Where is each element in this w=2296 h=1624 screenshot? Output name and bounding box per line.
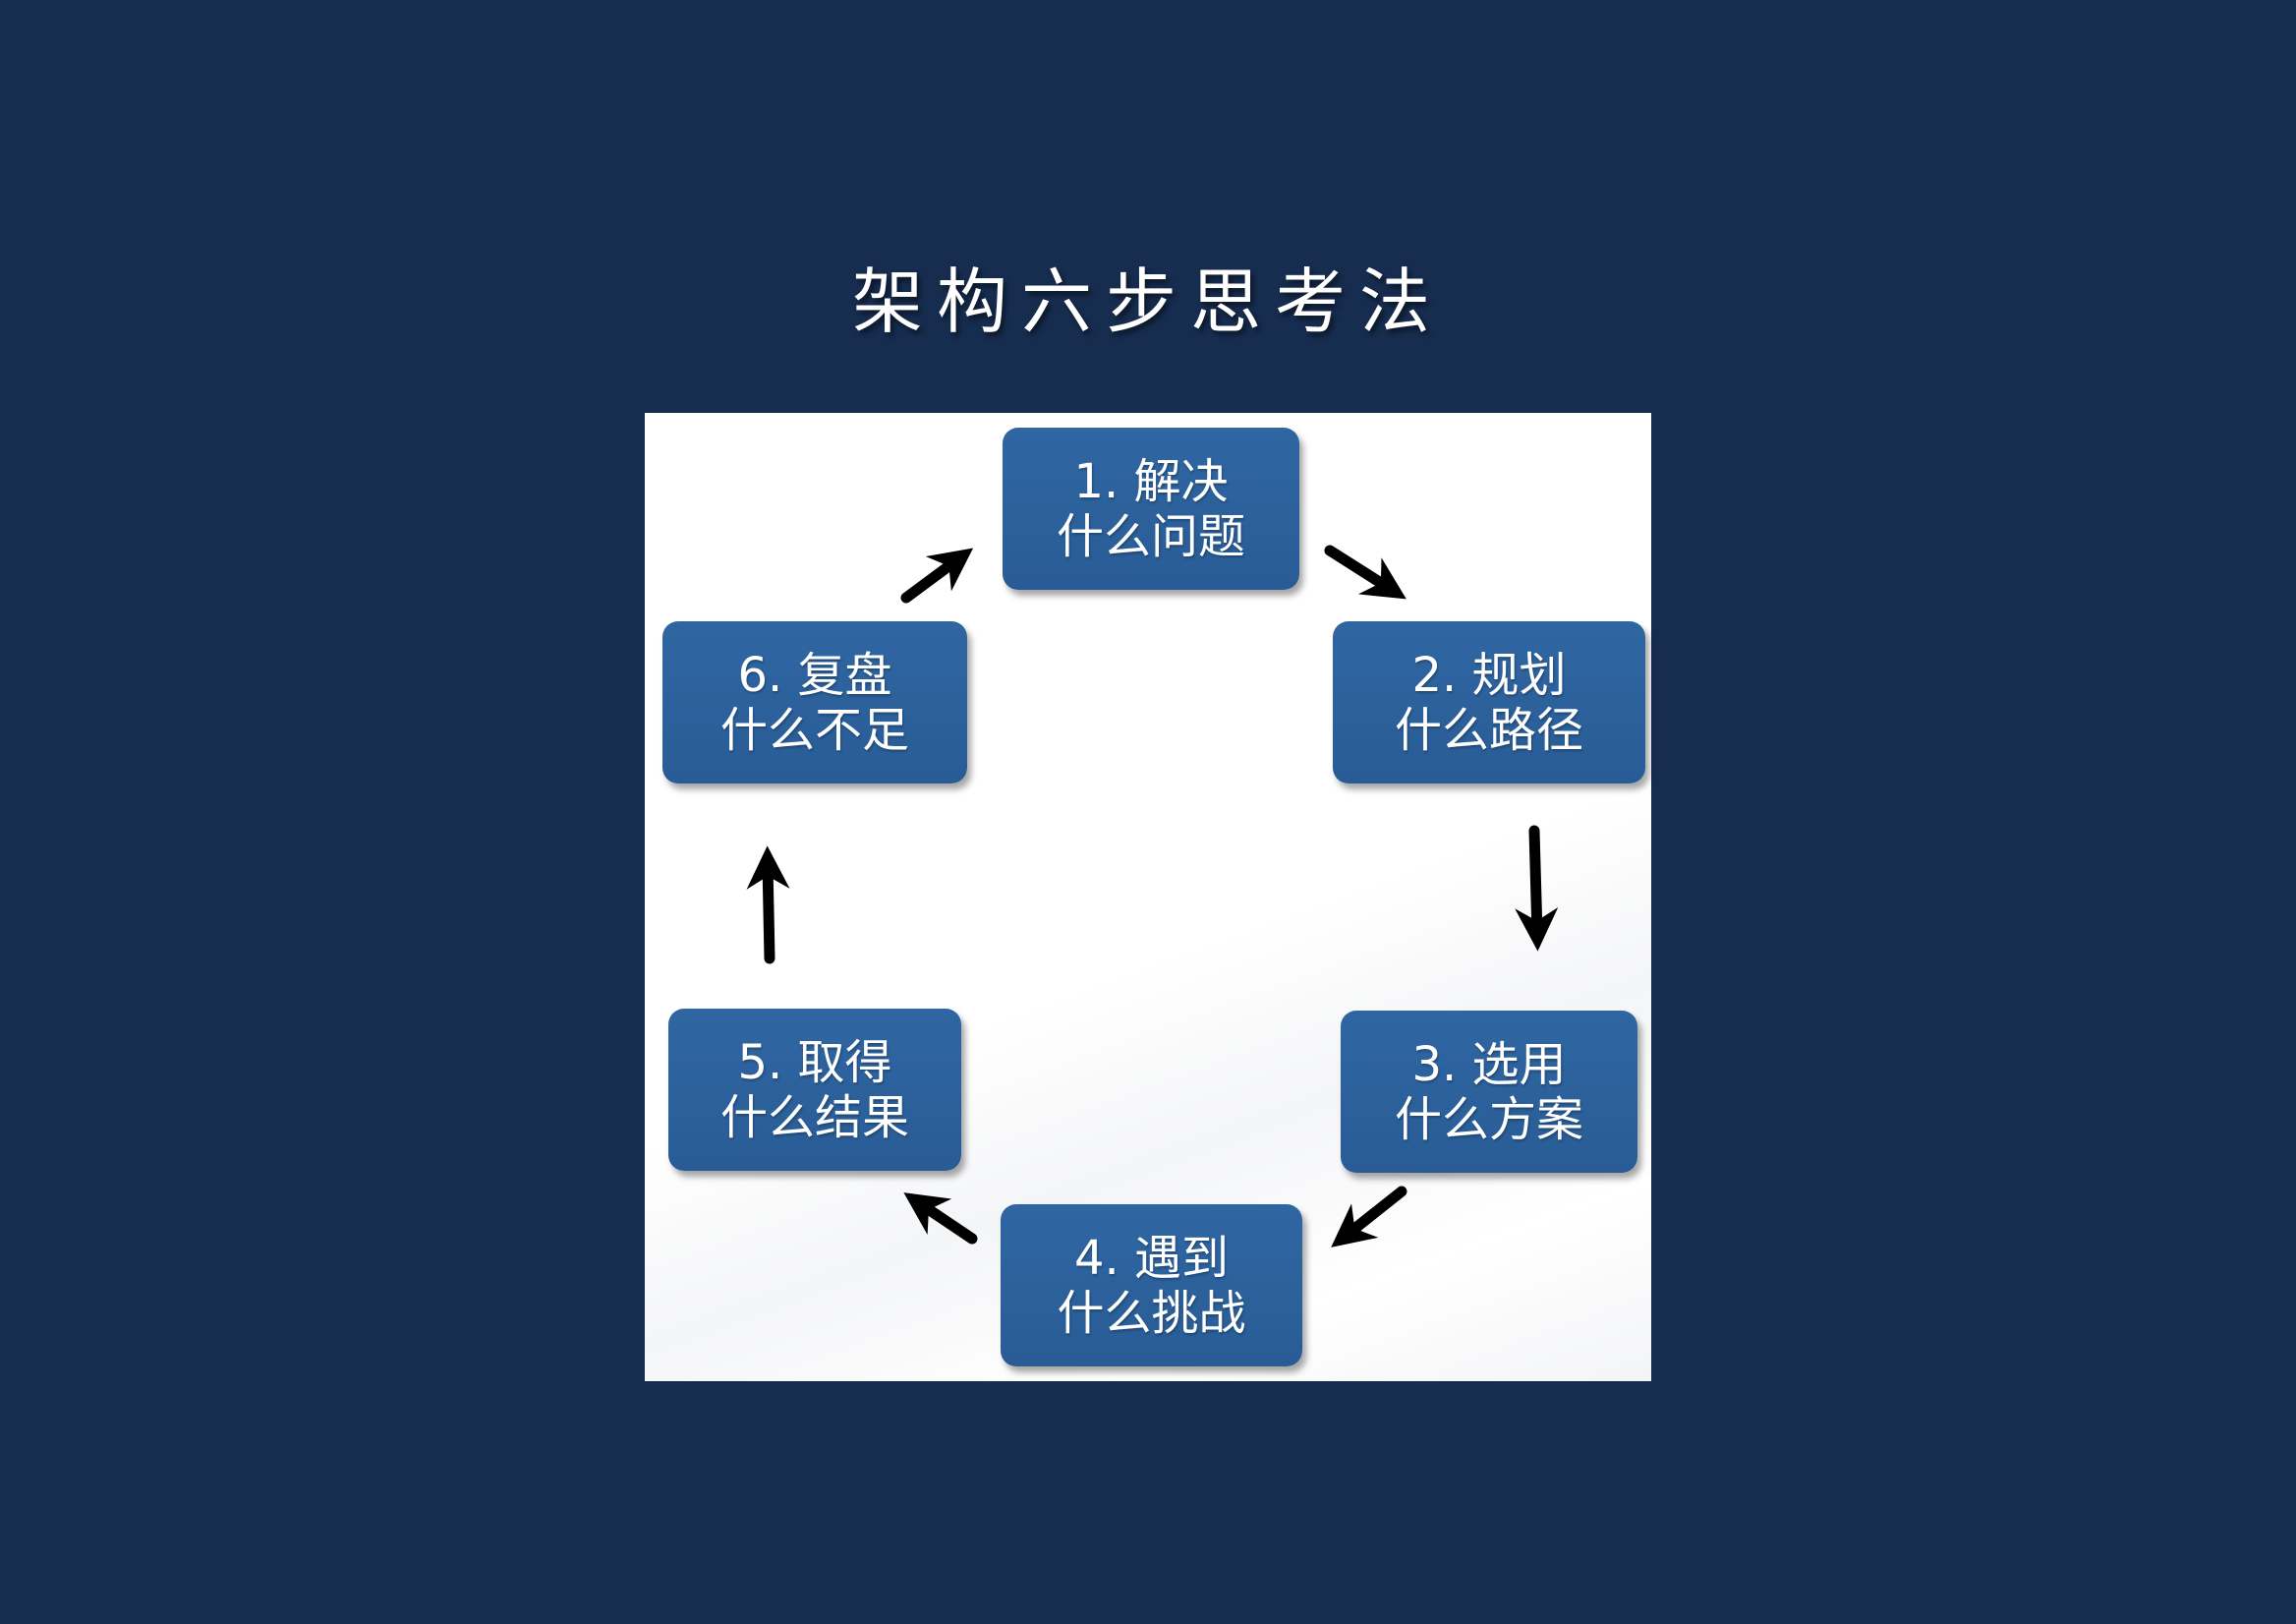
step-2-object: 什么路径 — [1394, 702, 1583, 758]
step-6-verb: 复盘 — [797, 647, 892, 703]
slide-title: 架构六步思考法 — [851, 261, 1444, 343]
step-3-object: 什么方案 — [1394, 1091, 1583, 1147]
step-6-object: 什么不足 — [719, 702, 909, 758]
cycle-arrows — [746, 545, 1559, 1247]
step-1-number: 1. — [1073, 453, 1119, 509]
step-4-object: 什么挑战 — [1057, 1285, 1246, 1341]
arrow-step3-to-step4 — [1331, 1186, 1407, 1247]
arrow-step5-to-step6 — [746, 845, 790, 964]
step-4-heading: 4. 遇到 — [1074, 1231, 1229, 1286]
step-3-heading: 3. 选用 — [1411, 1037, 1566, 1092]
arrow-step1-to-step2 — [1324, 545, 1406, 600]
cycle-diagram-panel: 1. 解决 什么问题 2. 规划 什么路径 3. 选用 什么方案 4. 遇到 什… — [645, 413, 1651, 1381]
step-2-number: 2. — [1411, 647, 1458, 703]
arrow-step6-to-step1 — [900, 548, 974, 604]
step-4-verb: 遇到 — [1134, 1230, 1230, 1286]
step-3-verb: 选用 — [1471, 1036, 1567, 1092]
step-2-box: 2. 规划 什么路径 — [1333, 621, 1645, 783]
step-3-number: 3. — [1411, 1036, 1458, 1092]
arrow-step2-to-step3 — [1515, 825, 1559, 952]
step-2-verb: 规划 — [1471, 647, 1567, 703]
step-5-verb: 取得 — [797, 1034, 892, 1090]
step-5-number: 5. — [737, 1034, 783, 1090]
step-1-verb: 解决 — [1133, 453, 1229, 509]
step-5-heading: 5. 取得 — [737, 1035, 891, 1090]
arrow-step4-to-step5 — [903, 1192, 978, 1245]
step-4-number: 4. — [1073, 1230, 1119, 1286]
step-1-box: 1. 解决 什么问题 — [1003, 428, 1299, 590]
step-5-object: 什么结果 — [719, 1089, 909, 1145]
step-1-heading: 1. 解决 — [1073, 454, 1228, 509]
step-4-box: 4. 遇到 什么挑战 — [1001, 1204, 1302, 1366]
step-6-number: 6. — [737, 647, 783, 703]
step-6-heading: 6. 复盘 — [737, 648, 891, 703]
step-5-box: 5. 取得 什么结果 — [668, 1009, 961, 1171]
step-3-box: 3. 选用 什么方案 — [1341, 1011, 1637, 1173]
step-2-heading: 2. 规划 — [1411, 648, 1566, 703]
step-6-box: 6. 复盘 什么不足 — [662, 621, 967, 783]
step-1-object: 什么问题 — [1056, 508, 1245, 564]
